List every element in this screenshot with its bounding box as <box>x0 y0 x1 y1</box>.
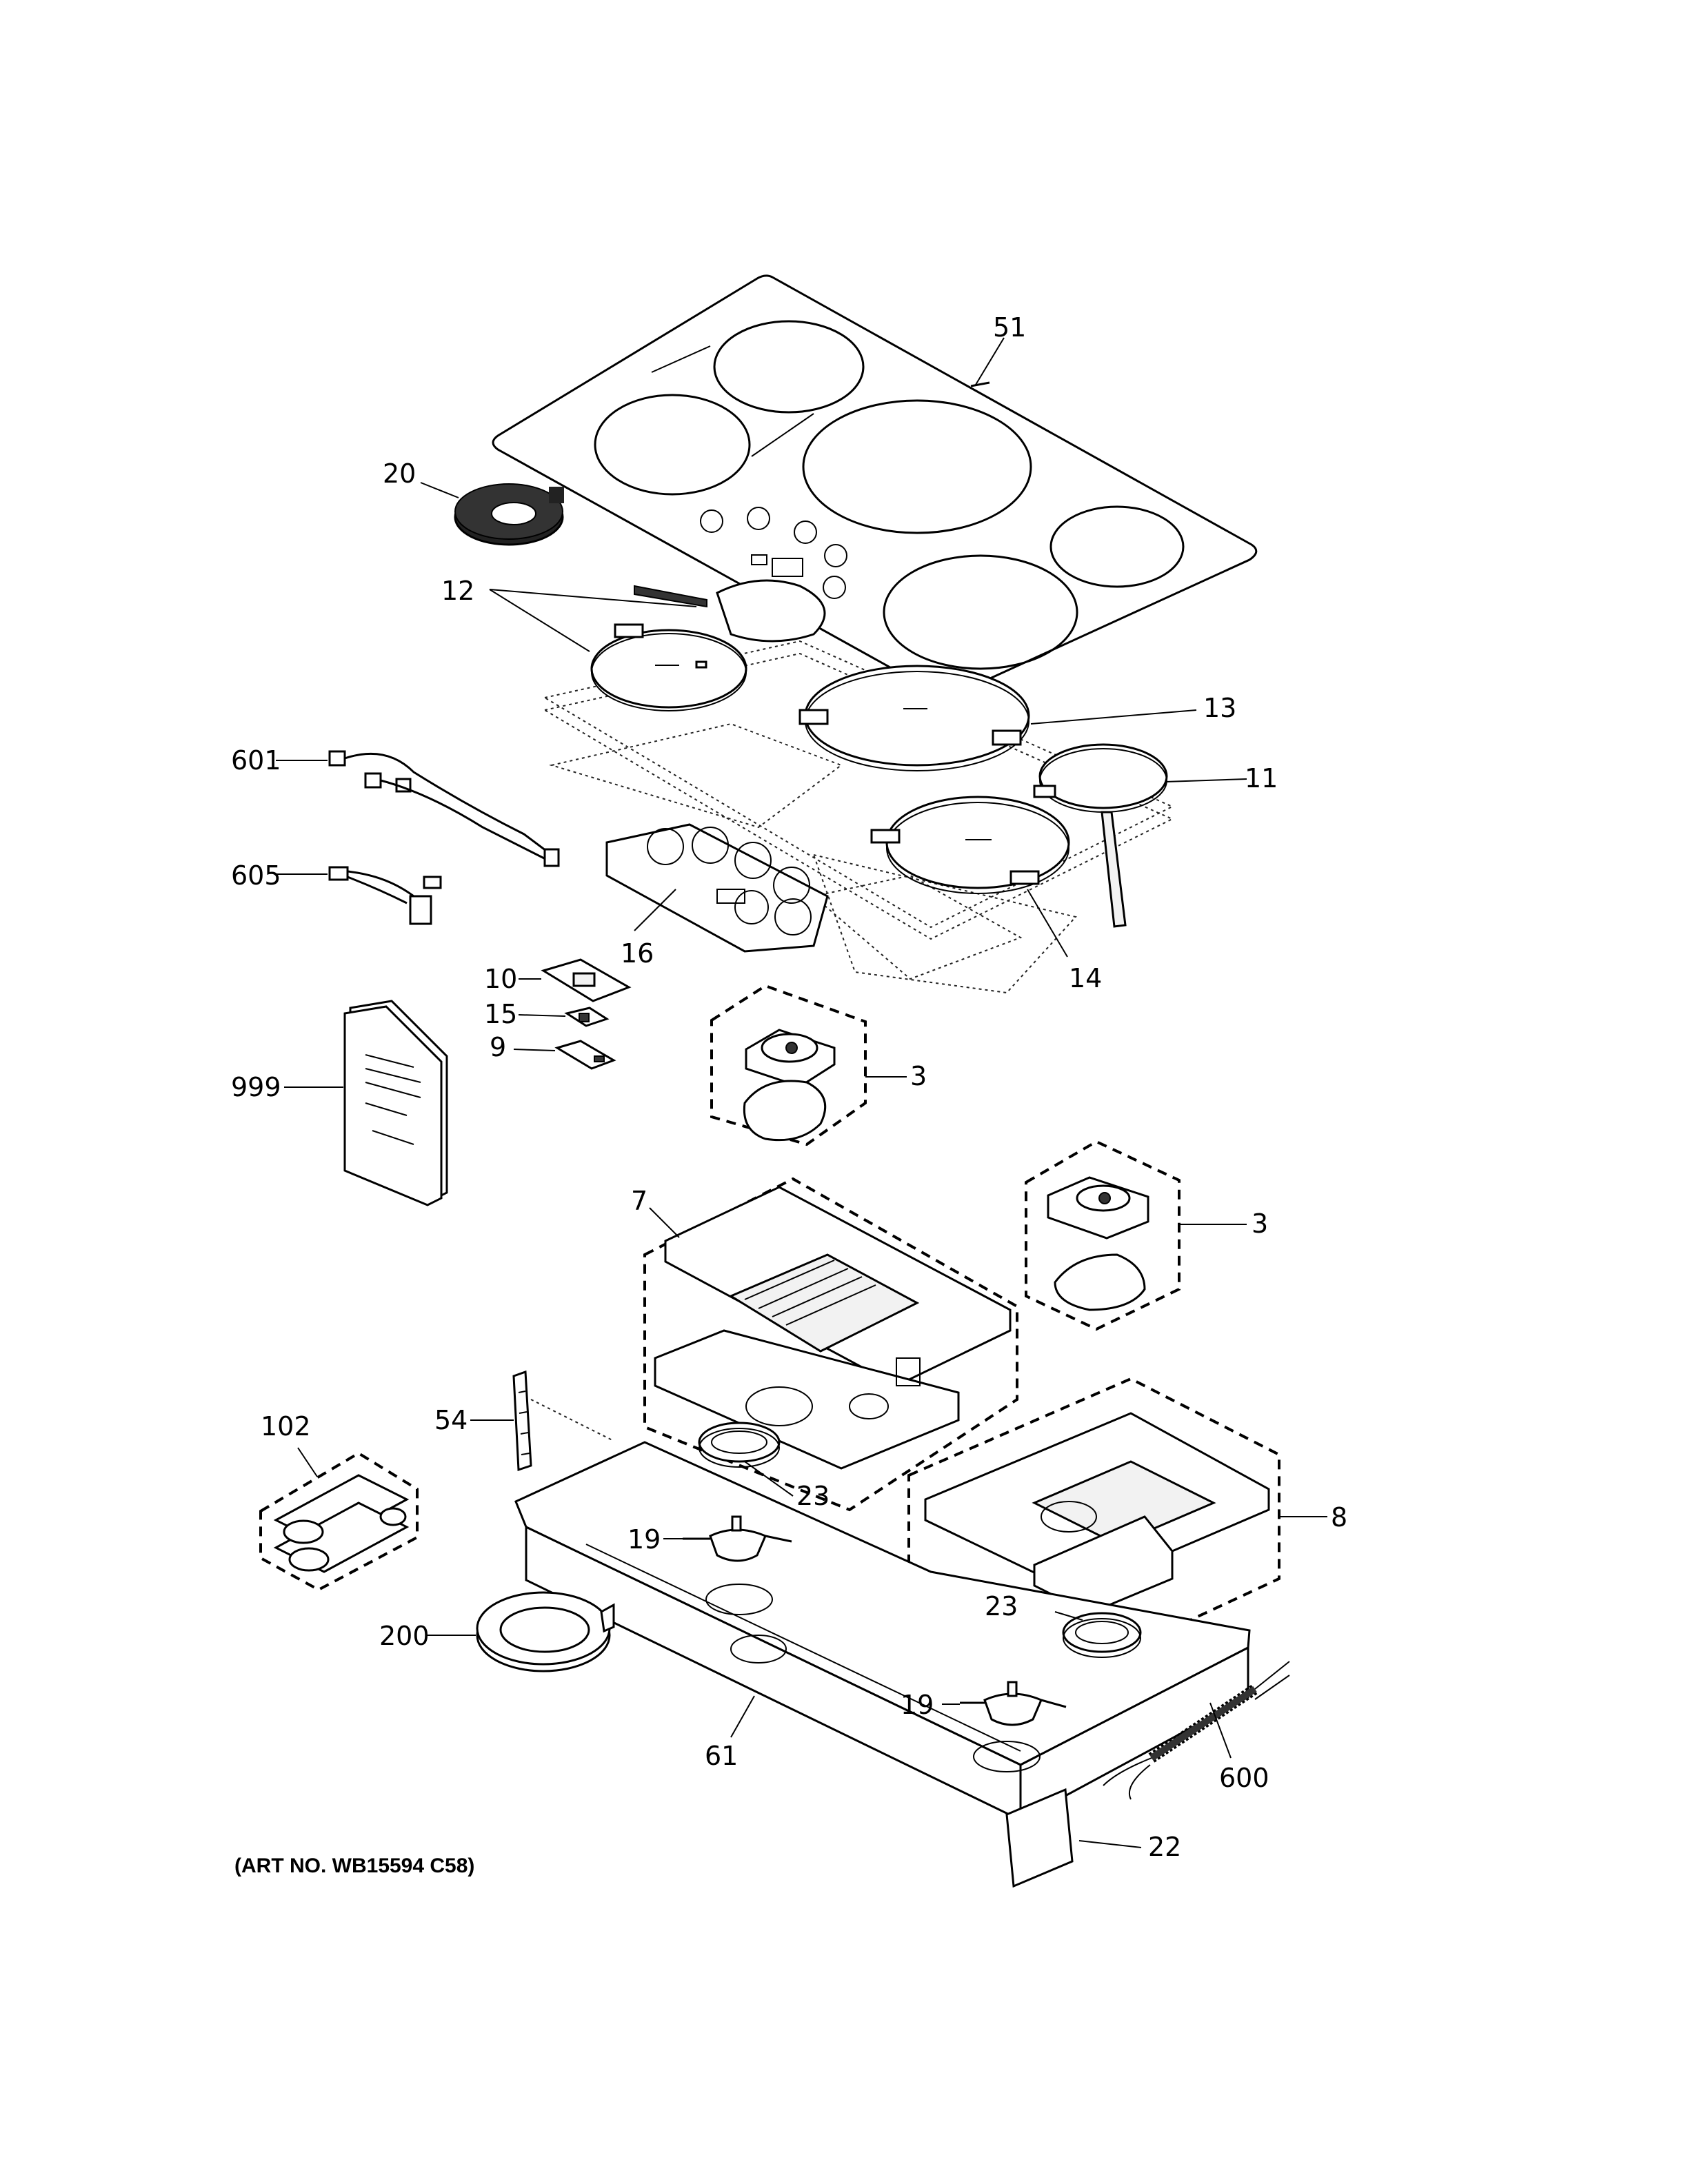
coil-assembly-upper[interactable] <box>710 984 867 1146</box>
label-sheet-22[interactable] <box>1005 1788 1074 1888</box>
foam-ring-23a[interactable] <box>698 1422 781 1468</box>
gasket-roll[interactable] <box>454 483 564 546</box>
inverter-assembly-8[interactable] <box>907 1377 1280 1650</box>
part-label-15: 15 <box>484 999 517 1029</box>
part-label-8: 8 <box>1331 1502 1347 1533</box>
radiant-element-right[interactable] <box>1033 743 1168 928</box>
touch-control-board[interactable] <box>605 823 829 953</box>
radiant-element-small[interactable] <box>590 579 826 711</box>
part-label-23b: 23 <box>985 1591 1018 1621</box>
part-label-3-right: 3 <box>1252 1209 1268 1239</box>
conduit-cable-600[interactable] <box>1103 1661 1290 1800</box>
part-label-23a: 23 <box>796 1481 830 1511</box>
part-label-13: 13 <box>1203 693 1236 723</box>
wire-harness-601[interactable] <box>328 750 560 867</box>
part-label-19b: 19 <box>901 1690 934 1720</box>
part-label-10: 10 <box>484 964 517 994</box>
glass-cooktop[interactable] <box>492 274 1258 696</box>
bracket-strip-54[interactable] <box>512 1370 614 1472</box>
touch-controls <box>700 507 847 599</box>
part-10-bracket[interactable] <box>541 958 632 1002</box>
part-label-12: 12 <box>441 576 474 606</box>
coil-assembly-right[interactable] <box>1025 1140 1180 1331</box>
part-label-54: 54 <box>434 1405 468 1435</box>
fan-bracket-19a[interactable] <box>683 1515 792 1562</box>
part-label-605: 605 <box>231 860 281 891</box>
part-label-200: 200 <box>379 1621 430 1651</box>
part-label-600: 600 <box>1219 1763 1269 1793</box>
part-label-601: 601 <box>231 745 281 776</box>
part-label-16: 16 <box>621 938 654 969</box>
part-label-51: 51 <box>993 312 1026 343</box>
cooktop-chassis[interactable] <box>514 1441 1251 1822</box>
part-label-7: 7 <box>631 1186 647 1216</box>
art-number-caption: (ART NO. WB15594 C58) <box>234 1854 474 1877</box>
radiant-element-front[interactable] <box>870 796 1070 894</box>
part-label-9: 9 <box>490 1032 506 1062</box>
trim-kit-102[interactable] <box>259 1451 419 1592</box>
foam-ring-23b[interactable] <box>1062 1612 1142 1658</box>
part-label-11: 11 <box>1245 763 1278 793</box>
part-label-19a: 19 <box>627 1524 661 1555</box>
part-label-20: 20 <box>383 458 416 489</box>
radiant-element-large[interactable] <box>798 665 1030 771</box>
part-label-61: 61 <box>705 1741 738 1771</box>
part-label-102: 102 <box>261 1411 311 1442</box>
part-label-999: 999 <box>231 1072 281 1102</box>
tape-roll-200[interactable] <box>476 1591 615 1672</box>
part-label-22: 22 <box>1148 1832 1181 1862</box>
part-label-14: 14 <box>1069 963 1102 993</box>
part-15-connector[interactable] <box>564 1007 610 1027</box>
part-9-sensor[interactable] <box>554 1040 616 1070</box>
inverter-assembly-7[interactable] <box>643 1177 1018 1512</box>
owner-manual[interactable] <box>343 1000 448 1206</box>
wire-harness-605[interactable] <box>328 866 442 925</box>
part-label-3-upper: 3 <box>910 1061 927 1091</box>
fan-bracket-19b[interactable] <box>960 1681 1067 1726</box>
